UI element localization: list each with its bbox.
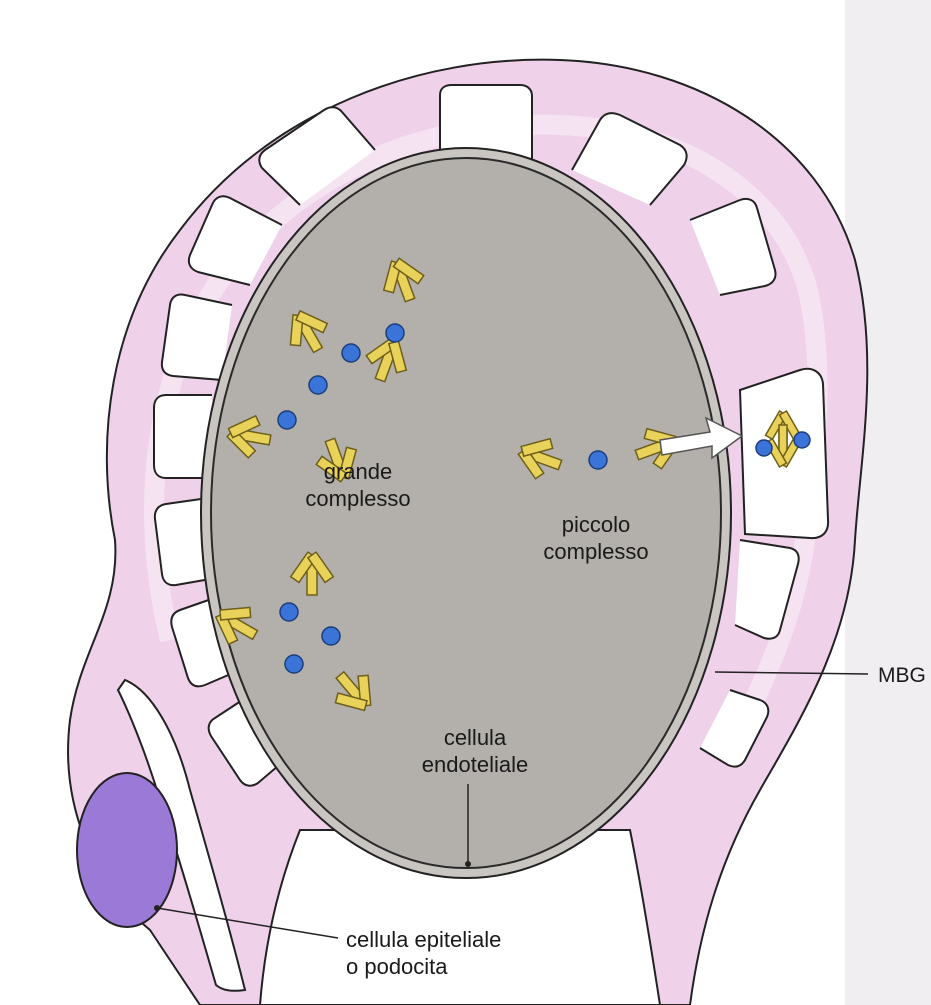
antigen: [278, 411, 296, 429]
large-complex-label: grande complesso: [292, 458, 424, 512]
antigen: [794, 432, 810, 448]
label-line: o podocita: [346, 953, 501, 980]
antigen: [756, 440, 772, 456]
label-line: piccolo: [522, 511, 670, 538]
antigen: [280, 603, 298, 621]
antigen: [386, 324, 404, 342]
small-complex-label: piccolo complesso: [522, 511, 670, 565]
label-line: cellula: [390, 724, 560, 751]
label-line: complesso: [292, 485, 424, 512]
antigen: [285, 655, 303, 673]
label-line: endoteliale: [390, 751, 560, 778]
label-line: grande: [292, 458, 424, 485]
endothelial-cell-label: cellula endoteliale: [390, 724, 560, 778]
antigen: [309, 376, 327, 394]
podocyte-nucleus: [77, 773, 177, 927]
label-line: complesso: [522, 538, 670, 565]
antigen: [342, 344, 360, 362]
antigen: [589, 451, 607, 469]
podocyte-label: cellula epiteliale o podocita: [346, 926, 501, 980]
label-line: cellula epiteliale: [346, 926, 501, 953]
foot-process: [162, 294, 232, 380]
antigen: [322, 627, 340, 645]
mbg-label: MBG: [878, 662, 926, 689]
